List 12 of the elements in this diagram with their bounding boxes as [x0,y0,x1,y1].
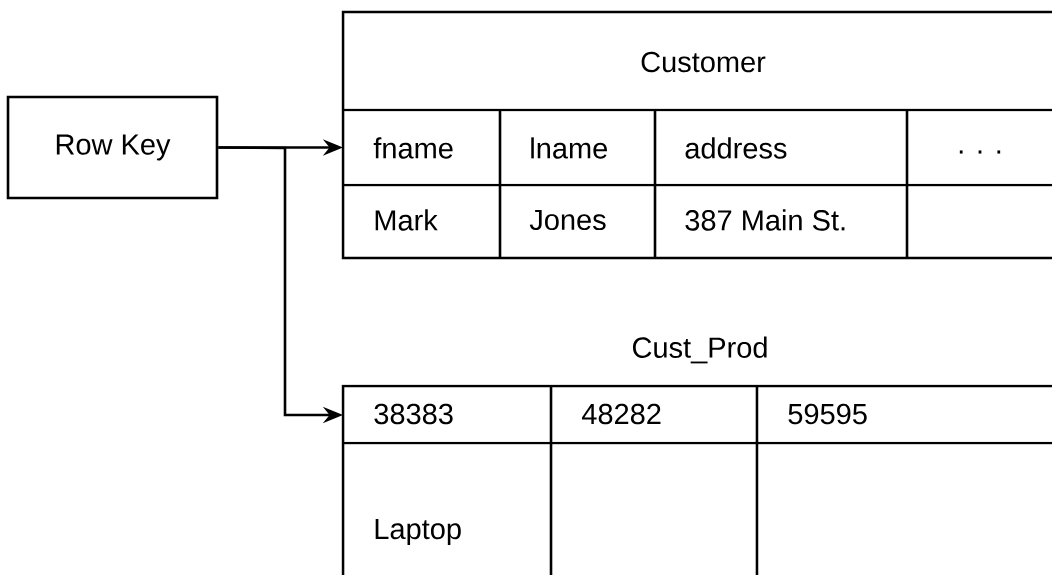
cell-text: address [685,137,787,159]
cell-text: fname [373,137,453,159]
cell-text: 59595 [788,403,867,425]
cell-text: . . . [959,150,1001,154]
cell-text: lname [531,137,607,159]
cell-text: 38383 [374,403,453,425]
cell-text: Laptop [375,519,461,545]
cell-text: Mark [375,209,438,231]
cell-text: Jones [529,209,606,231]
process-box: Row Key [6,95,219,200]
cell-text: 48282 [581,403,661,425]
cell-text: 387 Main St. [685,209,845,231]
